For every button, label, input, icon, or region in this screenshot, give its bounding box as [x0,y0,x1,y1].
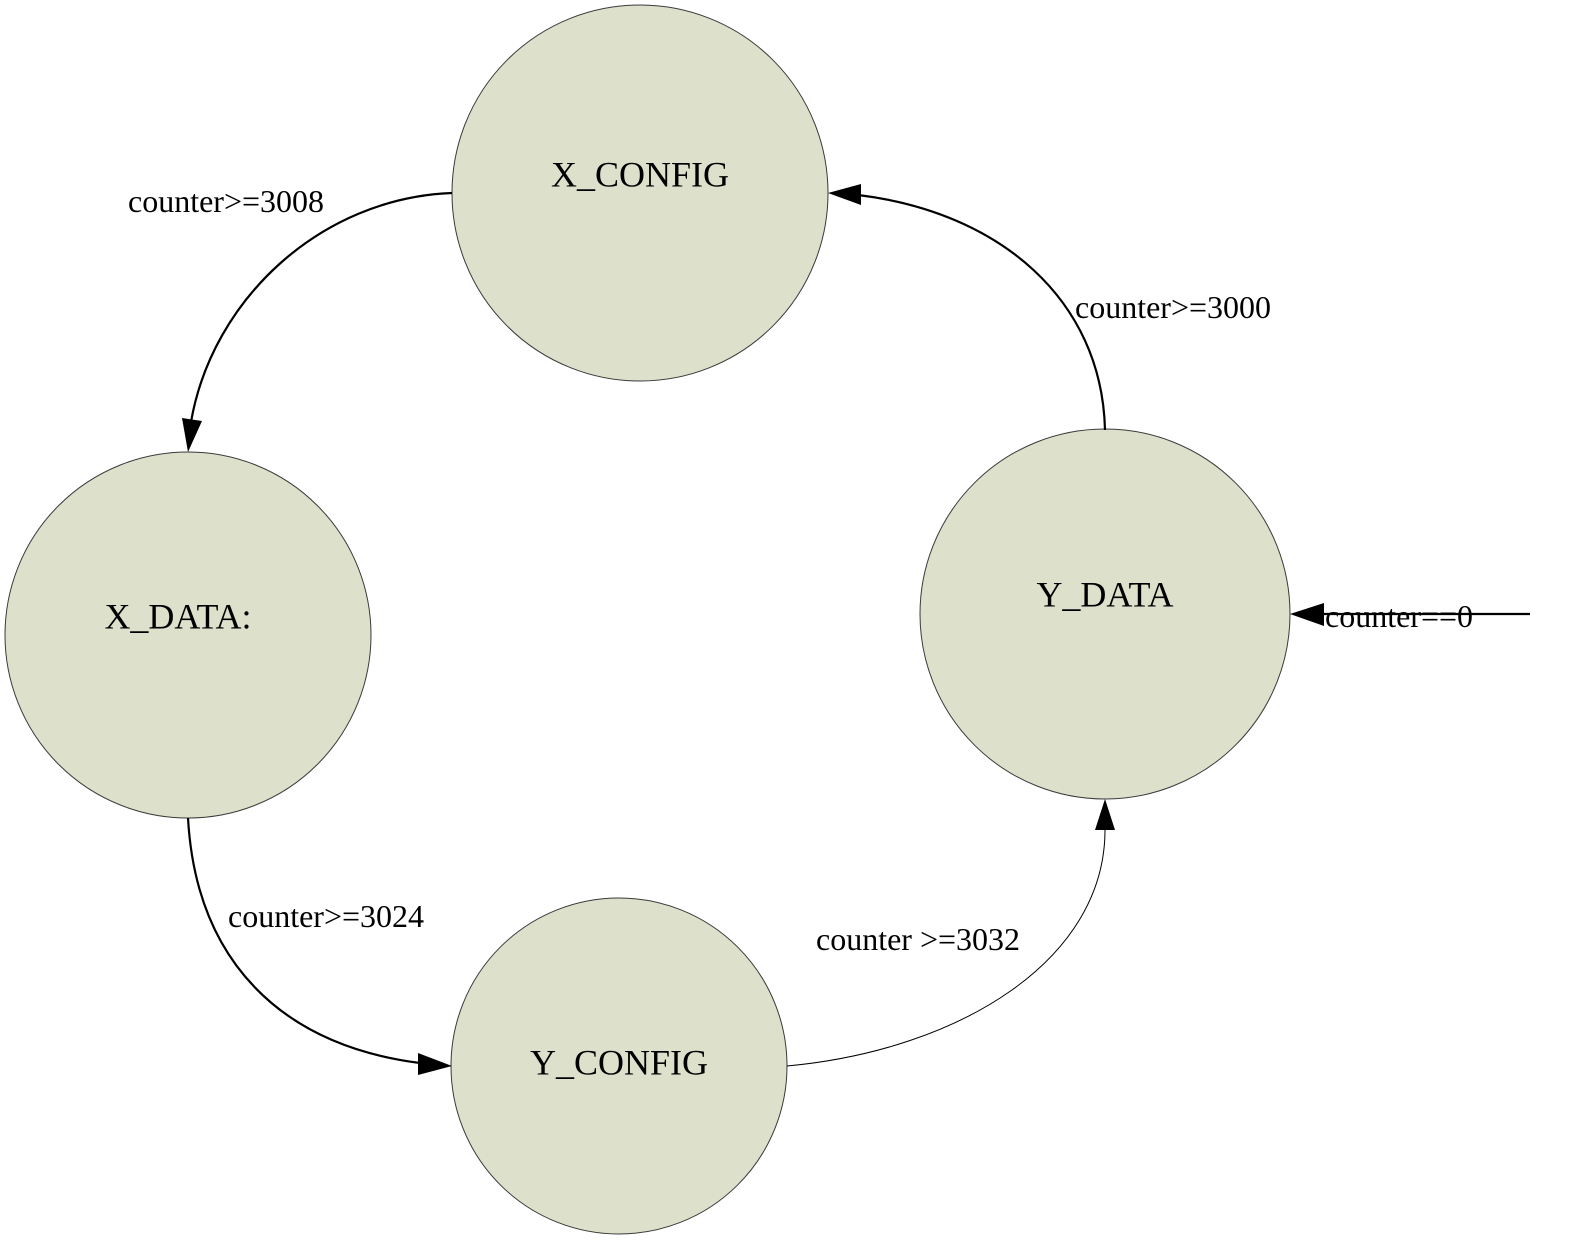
transition-x-data-to-y-config: counter>=3024 [186,817,452,1075]
transition-x-config-to-x-data-line [189,191,453,423]
state-y-config: Y_CONFIG [450,897,788,1235]
transition-y-config-to-y-data-label: counter >=3032 [816,921,1020,957]
arrowhead [1290,603,1324,626]
transition-y-data-to-x-config: counter>=3000 [828,184,1271,431]
transition-x-data-to-y-config-line [186,817,421,1065]
transition-y-config-to-y-data-line [786,829,1106,1067]
transition-x-config-to-x-data-label: counter>=3008 [128,183,324,219]
transition-y-data-to-x-config-label: counter>=3000 [1075,289,1271,325]
state-y-data-label: Y_DATA [1036,574,1173,614]
arrowhead [418,1053,452,1075]
state-y-data: Y_DATA [919,428,1291,800]
arrowhead [1095,799,1115,830]
arrowhead [182,418,202,452]
transition-x-config-to-x-data: counter>=3008 [128,183,453,452]
transition-initial-to-y-data-label: counter==0 [1325,598,1473,634]
transition-x-data-to-y-config-label: counter>=3024 [228,898,424,934]
arrowhead [828,184,861,205]
transition-y-config-to-y-data: counter >=3032 [786,799,1115,1067]
transition-initial-to-y-data: counter==0 [1290,598,1530,634]
state-x-config: X_CONFIG [451,4,829,382]
state-x-config-label: X_CONFIG [551,154,729,194]
state-x-data-label: X_DATA: [104,596,251,636]
transition-y-data-to-x-config-line [857,193,1107,431]
state-x-data: X_DATA: [4,451,372,819]
state-y-config-label: Y_CONFIG [530,1042,708,1082]
